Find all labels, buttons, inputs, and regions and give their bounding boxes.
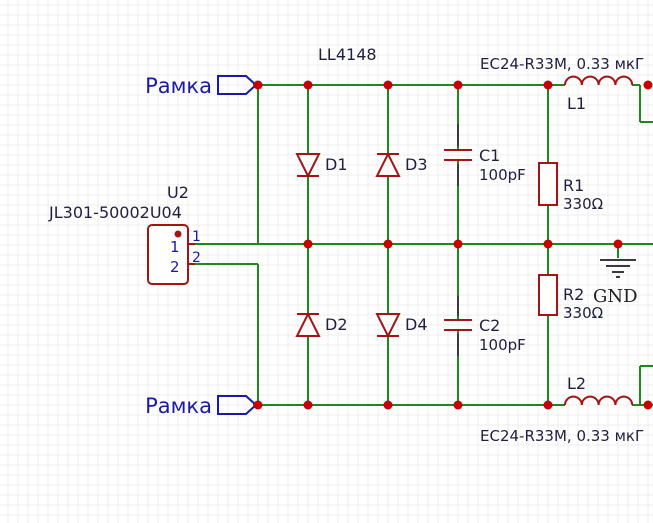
connector-part: JL301-50002U04 — [48, 203, 182, 222]
junctions — [253, 80, 653, 410]
diode-d3: D3 — [375, 151, 428, 177]
inductor-l1-part: EC24-R33M, 0.33 мкГ — [480, 55, 644, 73]
diode-d3-ref: D3 — [405, 155, 428, 174]
resistor-r2-ref: R2 — [563, 285, 584, 304]
junction — [303, 239, 313, 249]
diode-d1: D1 — [295, 153, 348, 179]
net-label-top: Рамка — [145, 74, 258, 98]
diode-d2: D2 — [295, 311, 348, 337]
inductor-l2-ref: L2 — [567, 374, 586, 393]
inductor-l2: L2 EC24-R33M, 0.33 мкГ — [480, 374, 644, 445]
junction — [543, 400, 553, 410]
connector-u2: 1 2 1 2 U2 JL301-50002U04 — [48, 183, 201, 285]
capacitor-c1-value: 100pF — [479, 166, 526, 184]
diode-d2-ref: D2 — [325, 315, 348, 334]
capacitor-c1: C1 100pF — [444, 124, 526, 186]
capacitor-c1-ref: C1 — [479, 146, 500, 165]
junction — [453, 400, 463, 410]
connector-pin1-label: 1 — [170, 238, 180, 256]
diode-d4-ref: D4 — [405, 315, 428, 334]
junction — [303, 80, 313, 90]
resistor-r1: R1 330Ω — [538, 162, 603, 213]
connector-pin1-number: 1 — [192, 229, 201, 245]
pin1-marker — [174, 230, 182, 238]
inductor-l2-part: EC24-R33M, 0.33 мкГ — [480, 427, 644, 445]
net-label-bottom-text: Рамка — [145, 394, 212, 418]
connector-ref: U2 — [167, 183, 189, 202]
junction — [383, 80, 393, 90]
wires — [195, 84, 653, 406]
ground-symbol: GND — [593, 259, 638, 307]
junction — [453, 239, 463, 249]
resistor-r2-value: 330Ω — [563, 304, 603, 322]
junction — [643, 400, 653, 410]
junction — [643, 80, 653, 90]
resistor-r1-ref: R1 — [563, 176, 584, 195]
net-label-top-text: Рамка — [145, 74, 212, 98]
connector-pin2-label: 2 — [170, 258, 180, 276]
ground-label: GND — [593, 286, 638, 307]
inductor-l1: L1 EC24-R33M, 0.33 мкГ — [480, 55, 644, 113]
connector-pin2-number: 2 — [192, 250, 201, 266]
resistor-r1-value: 330Ω — [563, 195, 603, 213]
junction — [383, 400, 393, 410]
capacitor-c2-ref: C2 — [479, 316, 500, 335]
diode-type-label: LL4148 — [318, 45, 377, 64]
junction — [543, 239, 553, 249]
diode-d4: D4 — [375, 313, 428, 339]
junction — [253, 400, 263, 410]
junction — [453, 80, 463, 90]
junction — [613, 239, 623, 249]
junction — [253, 80, 263, 90]
diode-d1-ref: D1 — [325, 155, 348, 174]
capacitor-c2: C2 100pF — [444, 296, 526, 356]
capacitor-c2-value: 100pF — [479, 336, 526, 354]
junction — [543, 80, 553, 90]
net-label-bottom: Рамка — [145, 394, 258, 418]
junction — [383, 239, 393, 249]
inductor-l1-ref: L1 — [567, 94, 586, 113]
resistor-r2: R2 330Ω — [538, 274, 603, 322]
junction — [303, 400, 313, 410]
